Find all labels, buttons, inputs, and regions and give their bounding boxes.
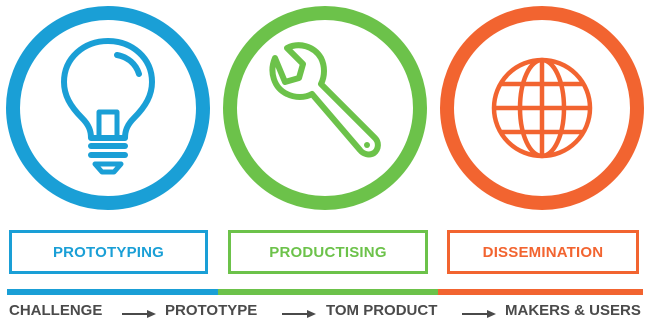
arrow-right-icon xyxy=(122,310,156,318)
wrench-icon xyxy=(269,42,381,158)
flow-step-makers-users: MAKERS & USERS xyxy=(505,302,641,319)
color-bar-orange xyxy=(438,289,643,295)
dissemination-label-box: DISSEMINATION xyxy=(447,230,639,274)
dissemination-label: DISSEMINATION xyxy=(482,243,604,261)
flow-row: CHALLENGE PROTOTYPE TOM PRODUCT MAKERS &… xyxy=(0,302,650,322)
globe-icon xyxy=(491,57,593,159)
dissemination-circle xyxy=(440,6,644,210)
color-bar-blue xyxy=(7,289,218,295)
productising-label: PRODUCTISING xyxy=(269,243,387,261)
productising-label-box: PRODUCTISING xyxy=(228,230,428,274)
flow-step-tom-product: TOM PRODUCT xyxy=(326,302,438,319)
flow-step-challenge: CHALLENGE xyxy=(9,302,103,319)
color-bar-green xyxy=(218,289,438,295)
prototyping-label-box: PROTOTYPING xyxy=(9,230,208,274)
arrow-right-icon xyxy=(462,310,496,318)
productising-circle xyxy=(223,6,427,210)
prototyping-circle xyxy=(6,6,210,210)
prototyping-label: PROTOTYPING xyxy=(52,243,165,261)
flow-step-prototype: PROTOTYPE xyxy=(165,302,258,319)
arrow-right-icon xyxy=(282,310,316,318)
lightbulb-icon xyxy=(61,38,155,175)
